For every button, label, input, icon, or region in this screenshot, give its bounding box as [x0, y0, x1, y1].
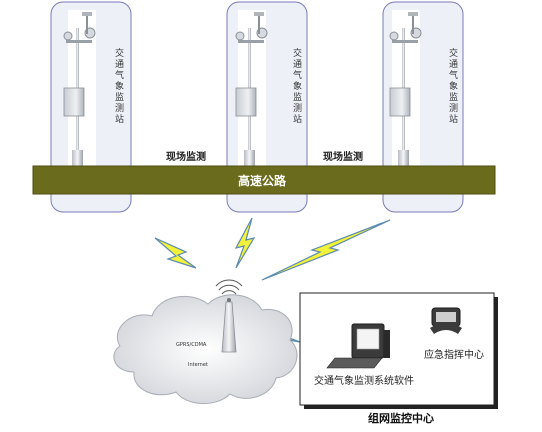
network-label: GPRS/CDMA — [176, 342, 207, 348]
station-1: 交通气象监测站 — [50, 1, 132, 213]
station-2: 交通气象监测站 — [226, 1, 308, 213]
station-label: 交通气象监测站 — [447, 47, 458, 125]
telephone-icon — [430, 307, 462, 334]
station-label: 交通气象监测站 — [113, 47, 124, 125]
highway-label: 高速公路 — [238, 173, 287, 188]
weather-station-pole-icon — [63, 10, 96, 170]
antenna-tower-icon — [215, 279, 243, 353]
highway-band — [32, 165, 496, 195]
station-label: 交通气象监测站 — [291, 47, 302, 125]
monitoring-center-title: 组网监控中心 — [368, 411, 434, 425]
weather-station-pole-icon — [235, 10, 268, 170]
internet-label: Internet — [188, 362, 208, 368]
emergency-center-label: 应急指挥中心 — [424, 348, 484, 361]
internet-cloud-icon — [113, 294, 298, 405]
monitoring-center: 交通气象监测系统软件 应急指挥中心 — [299, 292, 498, 409]
software-label: 交通气象监测系统软件 — [314, 374, 414, 387]
onsite-monitoring-label: 现场监测 — [166, 150, 206, 163]
onsite-monitoring-label: 现场监测 — [323, 150, 363, 163]
computer-icon — [326, 323, 390, 369]
weather-station-pole-icon — [389, 10, 422, 170]
monitoring-center-box — [299, 292, 495, 406]
station-3: 交通气象监测站 — [382, 1, 464, 213]
